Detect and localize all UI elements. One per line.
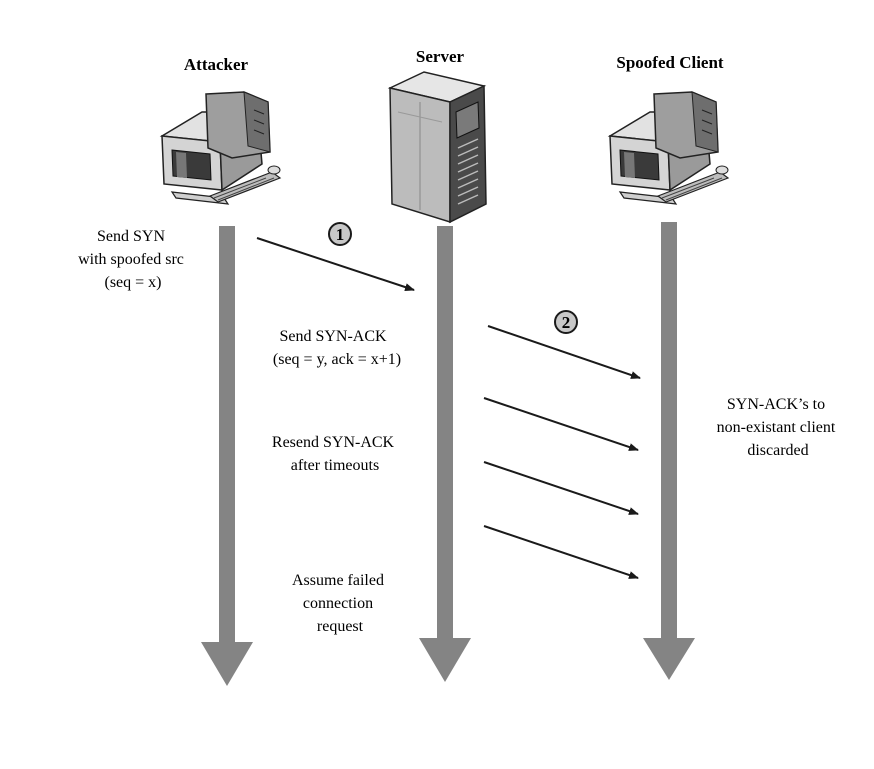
send-syn-label: Send SYN with spoofed src (seq = x) — [78, 228, 188, 291]
resend-arrow — [483, 525, 639, 579]
resend-arrow — [483, 461, 639, 515]
resend-arrow — [483, 397, 639, 451]
server-header: Server — [416, 47, 465, 66]
attacker-header: Attacker — [184, 55, 249, 74]
syn-arrow — [256, 237, 415, 291]
desktop-computer-icon — [607, 91, 730, 205]
spoofed-client-header: Spoofed Client — [616, 53, 724, 72]
spoofed-client-lifeline — [643, 222, 695, 680]
discarded-label: SYN-ACK’s to non-existant client discard… — [717, 396, 840, 459]
synack-arrow — [487, 325, 641, 379]
desktop-computer-icon — [159, 91, 282, 205]
server-lifeline — [419, 226, 471, 682]
step-marker-1: 1 — [328, 222, 352, 246]
step-marker-2: 2 — [554, 310, 578, 334]
step-number: 1 — [336, 225, 345, 244]
resend-synack-label: Resend SYN-ACK after timeouts — [272, 434, 398, 474]
attacker-lifeline — [201, 226, 253, 686]
send-synack-label: Send SYN-ACK (seq = y, ack = x+1) — [273, 328, 401, 368]
step-number: 2 — [562, 313, 571, 332]
server-tower-icon — [387, 71, 487, 224]
assume-failed-label: Assume failed connection request — [292, 572, 388, 635]
